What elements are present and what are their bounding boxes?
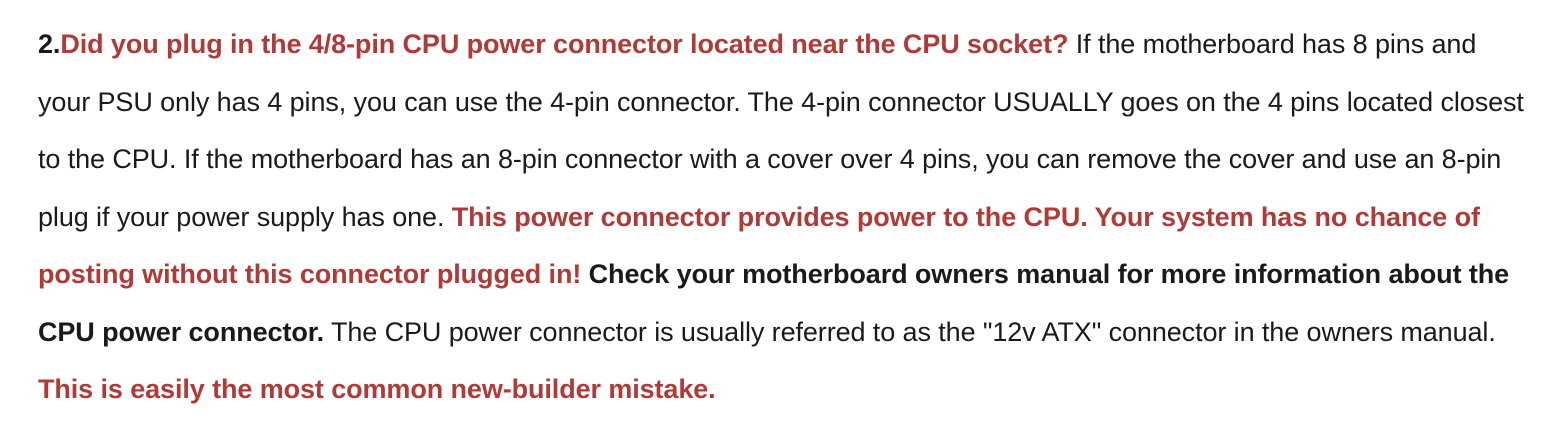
item-explanation: If the motherboard has 8 pins and your P… (38, 29, 1524, 232)
item-number: 2. (38, 29, 61, 59)
item-manual-note: Check your motherboard owners manual for… (38, 259, 1510, 347)
item-connector-name-note: The CPU power connector is usually refer… (324, 316, 1496, 347)
item-common-mistake: This is easily the most common new-build… (38, 374, 716, 404)
troubleshooting-item-2: 2.Did you plug in the 4/8-pin CPU power … (38, 16, 1532, 419)
item-spacer (581, 259, 588, 289)
item-question: Did you plug in the 4/8-pin CPU power co… (60, 29, 1069, 59)
item-warning: This power connector provides power to t… (38, 201, 1480, 290)
